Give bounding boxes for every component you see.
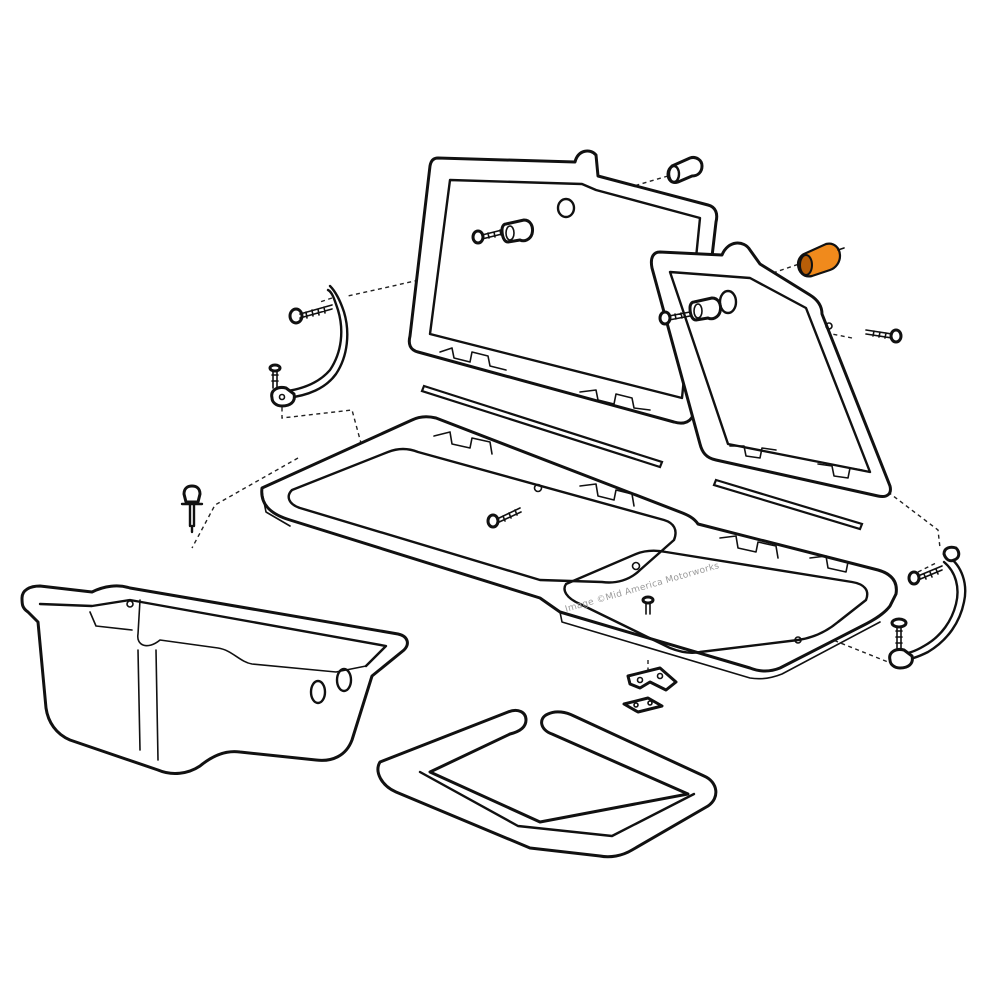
- weatherstrip-long: [420, 384, 664, 469]
- lid-bumper: [666, 156, 704, 184]
- lid-stop-bumper[interactable]: [796, 242, 845, 278]
- latch-striker: [622, 666, 678, 714]
- screw-icon: [288, 304, 333, 325]
- lid-pivot-clip: [500, 218, 534, 244]
- storage-tub: [20, 584, 409, 775]
- screw-icon: [865, 328, 903, 344]
- screw-icon: [658, 310, 691, 326]
- lid-hole: [556, 197, 576, 219]
- right-hinge-rod: [888, 545, 967, 670]
- screw-icon: [486, 507, 522, 529]
- left-hinge-rod: [270, 284, 349, 408]
- weatherstrip-short: [712, 478, 864, 531]
- large-lid: [407, 149, 719, 425]
- small-lid: [649, 241, 892, 498]
- small-lid-pivot-clip: [688, 296, 722, 322]
- screw-icon: [907, 565, 943, 586]
- push-pin-icon: [180, 484, 204, 534]
- weatherstrips: [420, 384, 864, 531]
- screws: [268, 228, 943, 649]
- bottom-gasket: [376, 708, 718, 859]
- screw-icon: [268, 363, 282, 389]
- main-frame: Image ©Mid America Motorworks: [260, 415, 898, 680]
- screw-icon: [471, 228, 507, 245]
- screw-icon: [890, 617, 908, 649]
- screw-icon: [641, 595, 655, 615]
